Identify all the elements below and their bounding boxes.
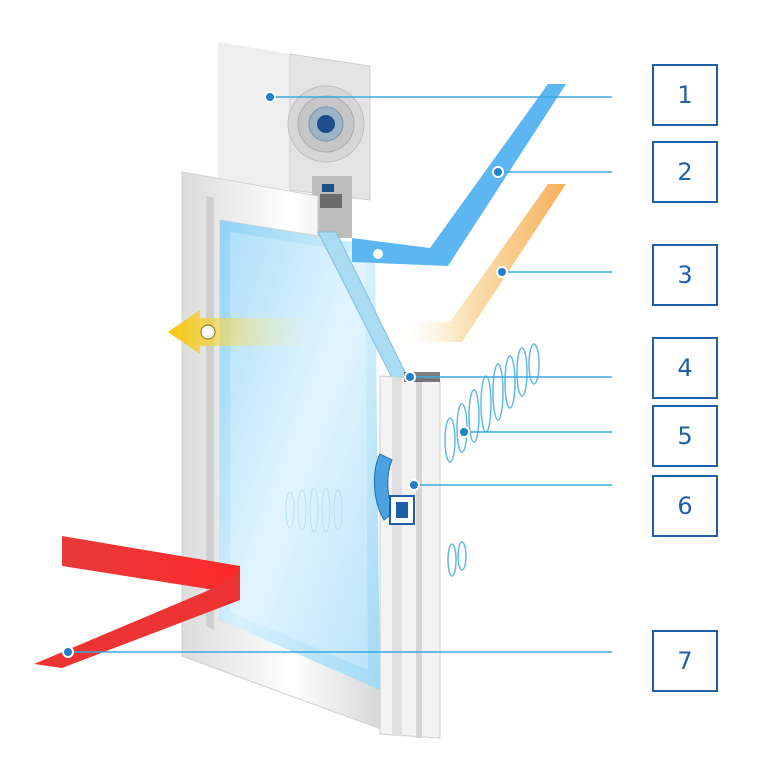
roller-shutter-box xyxy=(218,42,371,238)
cold-air-arrow xyxy=(352,84,566,266)
callout-number: 3 xyxy=(677,261,693,289)
callout-box-4: 4 xyxy=(652,337,718,399)
window-handle xyxy=(373,453,415,525)
callout-number: 4 xyxy=(677,354,693,382)
callout-number: 1 xyxy=(677,81,693,109)
callout-number: 5 xyxy=(677,422,693,450)
heat-arrow xyxy=(34,536,240,668)
callout-box-3: 3 xyxy=(652,244,718,306)
leader-dots xyxy=(62,91,508,658)
sash-profile xyxy=(317,231,441,739)
warm-air-arrow xyxy=(394,184,566,342)
callout-number: 2 xyxy=(677,158,693,186)
callout-box-2: 2 xyxy=(652,141,718,203)
sun-arrow xyxy=(168,310,316,354)
callout-number: 6 xyxy=(677,492,693,520)
callout-box-6: 6 xyxy=(652,475,718,537)
callout-box-1: 1 xyxy=(652,64,718,126)
leader-lines xyxy=(68,96,612,653)
callout-box-5: 5 xyxy=(652,405,718,467)
noise-wave xyxy=(444,343,540,577)
callout-box-7: 7 xyxy=(652,630,718,692)
callout-number: 7 xyxy=(677,647,693,675)
